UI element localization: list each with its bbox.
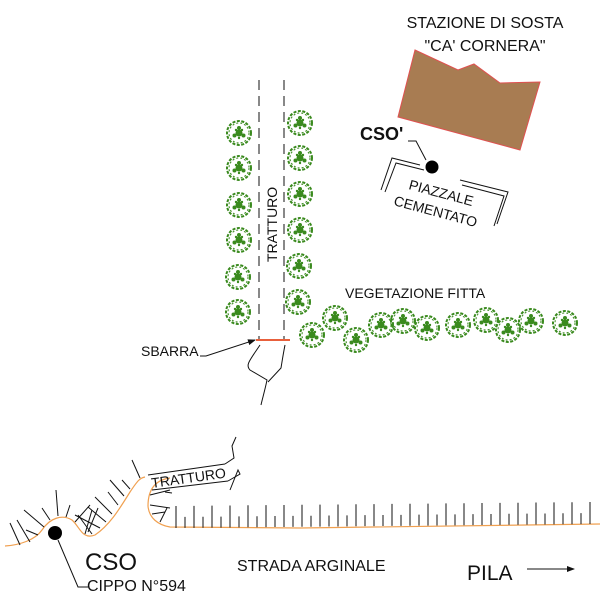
tree-row-right — [285, 110, 313, 315]
tree-symbol-icon — [226, 227, 252, 253]
tree-symbol-icon — [552, 310, 578, 336]
tree-symbol-icon — [226, 155, 252, 181]
cippo-label: CIPPO N°594 — [87, 578, 186, 595]
tree-symbol-icon — [414, 315, 440, 341]
station-title: STAZIONE DI SOSTA "CA' CORNERA" — [407, 15, 564, 55]
cso-label: CSO — [85, 549, 137, 576]
cso-prime-label: CSO' — [360, 124, 403, 144]
cso-prime-marker-icon — [425, 160, 439, 174]
tree-symbol-icon — [226, 192, 252, 218]
tree-symbol-icon — [299, 322, 325, 348]
tratturo-vertical-label: TRATTURO — [264, 187, 280, 262]
tree-symbol-icon — [225, 264, 251, 290]
tree-symbol-icon — [287, 181, 313, 207]
track-lines — [247, 344, 286, 406]
sbarra-label: SBARRA — [141, 343, 199, 359]
tree-symbol-icon — [343, 327, 369, 353]
tree-symbol-icon — [473, 307, 499, 333]
tree-symbol-icon — [287, 145, 313, 171]
tree-symbol-icon — [495, 317, 521, 343]
tree-symbol-icon — [286, 253, 312, 279]
vegetazione-label: VEGETAZIONE FITTA — [345, 285, 486, 301]
tree-symbol-icon — [287, 217, 313, 243]
tree-symbol-icon — [368, 312, 394, 338]
tree-row-left — [225, 120, 252, 325]
sbarra-leader — [200, 339, 256, 357]
tree-symbol-icon — [445, 312, 471, 338]
cso-prime-leader — [408, 140, 427, 161]
piazzale-outline — [380, 157, 509, 227]
tratturo-lower-path — [147, 436, 241, 491]
tree-symbol-icon — [518, 308, 544, 334]
embankment — [4, 459, 600, 547]
tree-symbol-icon — [285, 289, 311, 315]
tree-symbol-icon — [390, 308, 416, 334]
station-title-line1: STAZIONE DI SOSTA — [407, 15, 564, 32]
tree-symbol-icon — [322, 305, 348, 331]
strada-label: STRADA ARGINALE — [237, 558, 386, 575]
tree-symbol-icon — [287, 110, 313, 136]
tratturo-lower-label: TRATTURO — [150, 465, 227, 491]
station-building — [397, 49, 541, 151]
cso-marker-icon — [48, 526, 62, 540]
cso-leader — [57, 539, 88, 588]
station-title-line2: "CA' CORNERA" — [424, 38, 545, 55]
pila-label: PILA — [467, 562, 513, 585]
tree-symbol-icon — [226, 120, 252, 146]
tree-symbol-icon — [225, 299, 251, 325]
dense-vegetation — [299, 305, 578, 353]
tratturo-path — [258, 80, 285, 340]
